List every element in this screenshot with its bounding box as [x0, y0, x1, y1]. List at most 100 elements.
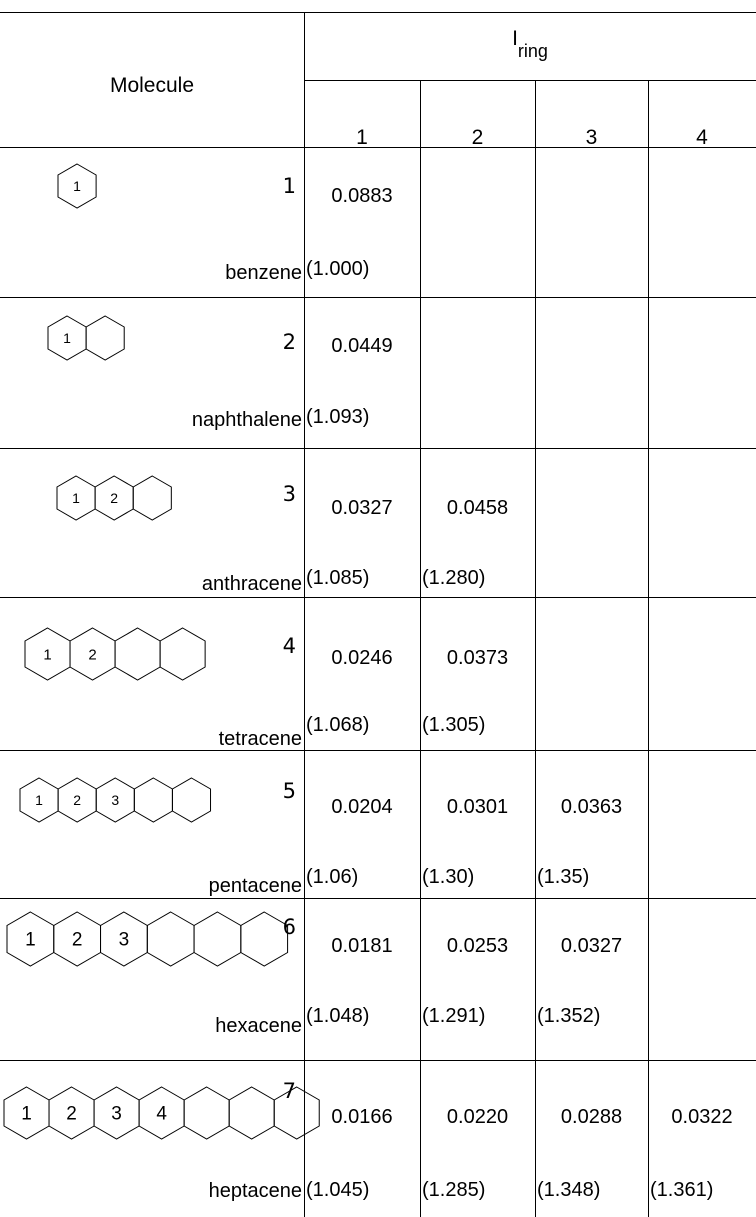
ring-hexagon	[240, 911, 289, 967]
molecule-column-rule	[304, 12, 305, 1217]
iring-ratio: (1.30)	[422, 866, 475, 888]
row-separator	[0, 448, 756, 449]
column-header-1: 1	[356, 126, 368, 149]
molecule-header: Molecule	[109, 74, 195, 97]
molecule-number: 1	[282, 174, 296, 198]
iring-symbol: I	[512, 27, 518, 50]
ring-label: 4	[156, 1104, 167, 1125]
iring-value: 0.0883	[331, 185, 393, 207]
iring-value: 0.0458	[446, 497, 509, 519]
column-rule	[535, 80, 536, 1217]
molecule-name: pentacene	[208, 875, 302, 897]
molecule-name: benzene	[225, 262, 302, 284]
ring-hexagon	[133, 777, 173, 823]
ring-label: 3	[119, 930, 130, 951]
ring-hexagon	[183, 1086, 230, 1140]
ring-label: 1	[21, 1104, 32, 1125]
ring-label: 1	[35, 792, 43, 808]
ring-label: 1	[72, 490, 80, 506]
iring-value: 0.0322	[671, 1106, 733, 1128]
ring-hexagon	[159, 627, 206, 681]
iring-subscript: ring	[517, 41, 548, 61]
iring-value: 0.0204	[331, 796, 393, 818]
header-bottom-rule	[0, 147, 756, 148]
iring-value: 0.0288	[560, 1106, 623, 1128]
iring-value: 0.0253	[446, 935, 509, 957]
row-separator	[0, 597, 756, 598]
row-separator	[0, 297, 756, 298]
column-rule	[648, 80, 649, 1217]
iring-value: 0.0246	[331, 647, 393, 669]
molecule-number: 2	[282, 330, 296, 354]
molecule-number: 3	[282, 482, 296, 506]
column-header-4: 4	[696, 126, 708, 149]
ring-label: 3	[111, 792, 119, 808]
molecule-structure: 1	[47, 315, 125, 361]
ring-hexagon	[146, 911, 195, 967]
column-rule	[420, 80, 421, 1217]
iring-ratio: (1.045)	[306, 1179, 370, 1201]
ring-hexagon	[57, 163, 97, 209]
iring-value: 0.0327	[560, 935, 623, 957]
iring-ratio: (1.000)	[306, 258, 370, 280]
iring-value: 0.0181	[331, 935, 393, 957]
iring-ratio: (1.068)	[306, 714, 370, 736]
iring-ratio: (1.291)	[422, 1005, 486, 1027]
iring-value: 0.0327	[331, 497, 393, 519]
molecule-structure: 1 2 3	[19, 777, 212, 823]
ring-label: 1	[63, 330, 71, 346]
iring-value: 0.0373	[446, 647, 509, 669]
molecule-name: hexacene	[215, 1015, 302, 1037]
molecule-name: anthracene	[201, 573, 302, 595]
column-header-3: 3	[585, 126, 598, 149]
iring-ratio: (1.048)	[306, 1005, 370, 1027]
iring-ratio: (1.361)	[650, 1179, 714, 1201]
iring-ratio: (1.093)	[306, 406, 370, 428]
iring-ratio: (1.35)	[537, 866, 590, 888]
molecule-number: 4	[282, 634, 296, 658]
iring-value: 0.0363	[560, 796, 623, 818]
iring-header: Iring	[304, 27, 756, 60]
row-separator	[0, 898, 756, 899]
ring-label: 2	[73, 792, 81, 808]
molecule-structure: 1 2 3 4	[3, 1086, 320, 1140]
iring-ratio: (1.280)	[422, 567, 486, 589]
top-rule	[0, 12, 756, 13]
iring-ratio: (1.285)	[422, 1179, 486, 1201]
ring-label: 1	[43, 646, 51, 663]
ring-label: 2	[88, 646, 96, 663]
ring-label: 3	[111, 1104, 122, 1125]
iring-ratio: (1.348)	[537, 1179, 601, 1201]
ring-hexagon	[273, 1086, 320, 1140]
row-separator	[0, 1060, 756, 1061]
molecule-name: naphthalene	[191, 409, 302, 431]
molecule-name: tetracene	[218, 728, 302, 750]
ring-label: 2	[72, 930, 83, 951]
iring-ratio: (1.06)	[306, 866, 359, 888]
ring-label: 2	[110, 490, 118, 506]
iring-ratio: (1.305)	[422, 714, 486, 736]
molecule-number: 6	[282, 915, 296, 939]
iring-header-rule	[304, 80, 756, 81]
molecule-number: 7	[282, 1079, 296, 1103]
iring-value: 0.0220	[446, 1106, 509, 1128]
ring-label: 2	[66, 1104, 77, 1125]
ring-hexagon	[132, 475, 172, 521]
molecule-name: heptacene	[208, 1180, 302, 1202]
ring-hexagon	[193, 911, 242, 967]
iring-ratio: (1.085)	[306, 567, 370, 589]
ring-hexagon	[171, 777, 212, 823]
ring-hexagon	[85, 315, 125, 361]
iring-value: 0.0449	[331, 335, 393, 357]
column-header-2: 2	[471, 126, 484, 149]
row-separator	[0, 750, 756, 751]
iring-value: 0.0166	[331, 1106, 393, 1128]
ring-hexagon	[228, 1086, 275, 1140]
molecule-structure: 1	[57, 163, 97, 209]
iring-value: 0.0301	[446, 796, 509, 818]
ring-label: 1	[73, 178, 81, 194]
ring-hexagon	[114, 627, 161, 681]
